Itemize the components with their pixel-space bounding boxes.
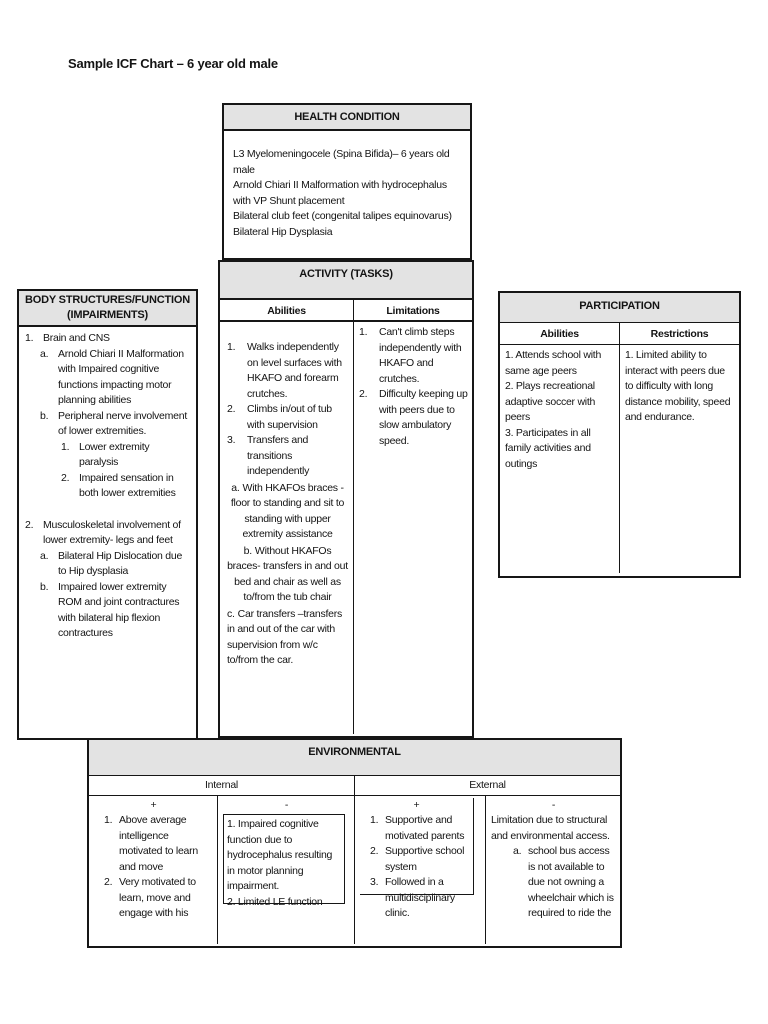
body-structures-body: 1.Brain and CNS a.Arnold Chiari II Malfo… — [19, 327, 196, 642]
health-condition-box: HEALTH CONDITION L3 Myelomeningocele (Sp… — [222, 103, 472, 260]
environmental-columns: + 1.Above average intelligence motivated… — [89, 796, 620, 944]
participation-abilities-cell: 1. Attends school with same age peers 2.… — [500, 345, 619, 573]
list-item: 2.Impaired sensation in both lower extre… — [61, 471, 176, 500]
list-item: 1.Lower extremity paralysis — [61, 440, 150, 469]
plus-sign: + — [150, 799, 157, 811]
participation-abilities-header: Abilities — [540, 328, 579, 340]
activity-column-headers: Abilities Limitations — [220, 300, 472, 322]
health-condition-body: L3 Myelomeningocele (Spina Bifida)– 6 ye… — [224, 131, 470, 240]
list-item: 3.Followed in a multidisciplinary clinic… — [370, 876, 455, 919]
list-item: 2.Supportive school system — [370, 845, 465, 873]
list-item: 1. Attends school with same age peers — [505, 349, 602, 377]
list-item: 3. Participates in all family activities… — [505, 426, 591, 470]
list-item: 1.Brain and CNS — [25, 332, 110, 344]
list-item: 1. Impaired cognitive function due to hy… — [227, 818, 333, 892]
environmental-header: ENVIRONMENTAL — [89, 740, 620, 776]
list-item: a.Arnold Chiari II Malformation with Imp… — [40, 347, 184, 407]
list-item: a.With HKAFOs braces - floor to standing… — [230, 481, 345, 541]
activity-box: ACTIVITY (TASKS) Abilities Limitations 1… — [218, 260, 474, 738]
activity-abilities-header: Abilities — [267, 305, 306, 317]
body-structures-header: BODY STRUCTURES/FUNCTION (IMPAIRMENTS) — [19, 291, 196, 327]
list-item: b.Impaired lower extremity ROM and joint… — [40, 580, 180, 640]
body-structures-header-line2: (IMPAIRMENTS) — [67, 309, 148, 321]
body-structures-header-line1: BODY STRUCTURES/FUNCTION — [25, 294, 190, 306]
list-item: 2.Climbs in/out of tub with supervision — [227, 403, 332, 431]
participation-columns: 1. Attends school with same age peers 2.… — [500, 345, 739, 573]
list-item: a.school bus access is not available to … — [513, 845, 614, 919]
list-item: 2.Difficulty keeping up with peers due t… — [359, 388, 468, 447]
activity-abilities-cell: 1.Walks independently on level surfaces … — [220, 322, 353, 734]
environmental-internal-header: Internal — [204, 779, 239, 791]
activity-limitations-cell: 1.Can't climb steps independently with H… — [353, 322, 472, 734]
list-item: 2. Limited LE function — [227, 895, 323, 908]
participation-restrictions-cell: 1. Limited ability to interact with peer… — [619, 345, 739, 573]
health-condition-line: Bilateral club feet (congenital talipes … — [233, 210, 452, 222]
page-title: Sample ICF Chart – 6 year old male — [68, 56, 278, 71]
health-condition-header: HEALTH CONDITION — [224, 105, 470, 131]
health-condition-line: Bilateral Hip Dysplasia — [233, 225, 333, 238]
list-item: 2.Very motivated to learn, move and enga… — [104, 876, 196, 919]
list-item: 2.Musculoskeletal involvement of lower e… — [25, 518, 181, 547]
participation-box: PARTICIPATION Abilities Restrictions 1. … — [498, 291, 741, 578]
list-item: Limitation due to structural and environ… — [491, 814, 610, 842]
minus-sign: - — [284, 799, 289, 811]
list-item: 1.Walks independently on level surfaces … — [227, 341, 342, 400]
health-condition-line: L3 Myelomeningocele (Spina Bifida)– 6 ye… — [233, 148, 450, 176]
participation-column-headers: Abilities Restrictions — [500, 323, 739, 345]
list-item: 1.Supportive and motivated parents — [370, 814, 465, 842]
list-item: 1.Can't climb steps independently with H… — [359, 326, 462, 385]
list-item: c.Car transfers –transfers in and out of… — [227, 607, 342, 667]
environmental-external-negative-cell: - Limitation due to structural and envir… — [485, 796, 620, 944]
environmental-internal-positive-cell: + 1.Above average intelligence motivated… — [89, 796, 217, 944]
environmental-internal-negative-cell: - 1. Impaired cognitive function due to … — [217, 796, 354, 944]
list-item: 1.Above average intelligence motivated t… — [104, 814, 198, 873]
external-positive-inner-box: + 1.Supportive and motivated parents 2.S… — [360, 798, 474, 919]
plus-sign: + — [413, 799, 420, 811]
environmental-box: ENVIRONMENTAL Internal External + 1.Abov… — [87, 738, 622, 948]
list-item: b.Without HKAFOs braces- transfers in an… — [227, 544, 348, 604]
list-item: a.Bilateral Hip Dislocation due to Hip d… — [40, 549, 183, 578]
participation-restrictions-header: Restrictions — [619, 323, 739, 344]
minus-sign: - — [551, 799, 556, 811]
list-item: 2. Plays recreational adaptive soccer wi… — [505, 380, 596, 423]
internal-negative-inner-box: 1. Impaired cognitive function due to hy… — [223, 814, 345, 908]
health-condition-line: Arnold Chiari II Malformation with hydro… — [233, 179, 447, 207]
activity-header: ACTIVITY (TASKS) — [220, 262, 472, 300]
list-item: 3.Transfers and transitions independentl… — [227, 434, 310, 477]
list-item: 1. Limited ability to interact with peer… — [625, 349, 731, 423]
activity-limitations-header: Limitations — [353, 300, 472, 320]
environmental-external-header: External — [354, 776, 620, 795]
environmental-group-headers: Internal External — [89, 776, 620, 796]
activity-columns: 1.Walks independently on level surfaces … — [220, 322, 472, 734]
environmental-external-positive-cell: + 1.Supportive and motivated parents 2.S… — [354, 796, 485, 944]
participation-header: PARTICIPATION — [500, 293, 739, 323]
body-structures-box: BODY STRUCTURES/FUNCTION (IMPAIRMENTS) 1… — [17, 289, 198, 740]
list-item: b.Peripheral nerve involvement of lower … — [40, 409, 187, 438]
